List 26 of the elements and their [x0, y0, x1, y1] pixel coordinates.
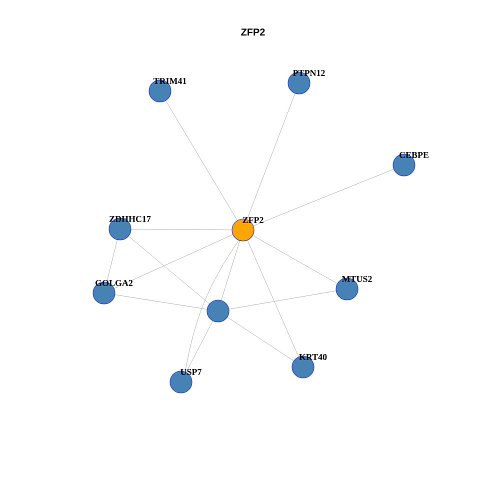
edge-line — [247, 240, 299, 358]
node-label: GOLGA2 — [96, 280, 133, 286]
node-label: MTUS2 — [342, 276, 372, 282]
edge-line — [226, 316, 294, 362]
node-label: PTPN12 — [292, 70, 325, 76]
node-label: USP7 — [180, 368, 202, 376]
edge-line — [106, 239, 118, 283]
edge-line — [114, 294, 208, 310]
edge-line — [130, 228, 232, 230]
edge-line — [252, 168, 394, 226]
edge-line — [165, 100, 238, 221]
edge-line — [246, 93, 296, 220]
node-label: ZDHHC17 — [110, 216, 151, 222]
edge-line — [114, 234, 234, 289]
edge-line — [252, 235, 338, 284]
edge-line — [128, 236, 210, 304]
node-label: TRIM41 — [153, 78, 186, 84]
edge-line — [220, 240, 240, 301]
node-label: ZFP2 — [242, 217, 264, 223]
node-label: CEBPE — [400, 152, 428, 158]
edge-line — [228, 290, 336, 310]
node-circle — [206, 300, 230, 322]
edge-line — [184, 240, 240, 372]
title: ZFP2 — [241, 28, 265, 36]
edge-line — [186, 320, 214, 372]
node-label: KRT40 — [299, 354, 327, 360]
